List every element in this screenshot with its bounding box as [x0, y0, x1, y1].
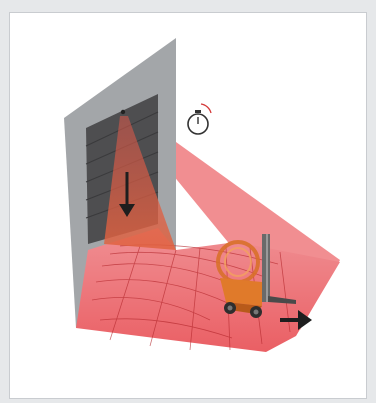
- stopwatch-icon: [188, 104, 211, 134]
- sensor-icon: [121, 110, 125, 114]
